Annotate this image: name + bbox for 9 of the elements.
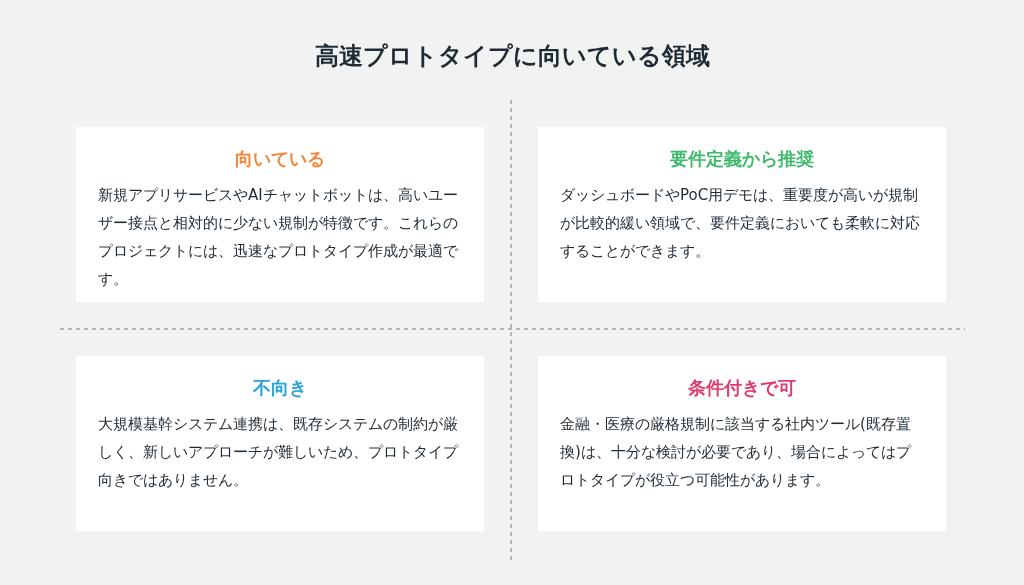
card-description: ダッシュボードやPoC用デモは、重要度が高いが規制が比較的緩い領域で、要件定義においても柔軟に対応することができます。: [560, 185, 921, 262]
card-heading: 向いている: [234, 147, 326, 171]
diagram-title: 高速プロトタイプに向いている領域: [313, 41, 711, 72]
card-description: 新規アプリサービスやAIチャットボットは、高いユーザー接点と相対的に少ない規制が特徴です。これらのプロジェクトには、迅速なプロトタイプ作成が最適です。: [98, 185, 459, 290]
card-description: 大規模基幹システム連携は、既存システムの制約が厳しく、新しいアプローチが難しいため、プロトタイプ向きではありません。: [98, 414, 460, 491]
card-heading: 条件付きで可: [687, 376, 797, 400]
card-description: 金融・医療の厳格規制に該当する社内ツール(既存置換)は、十分な検討が必要であり、場合によってはプロトタイプが役立つ可能性があります。: [560, 414, 913, 491]
card-heading: 要件定義から推奨: [669, 147, 815, 171]
card-heading: 不向き: [252, 376, 308, 400]
